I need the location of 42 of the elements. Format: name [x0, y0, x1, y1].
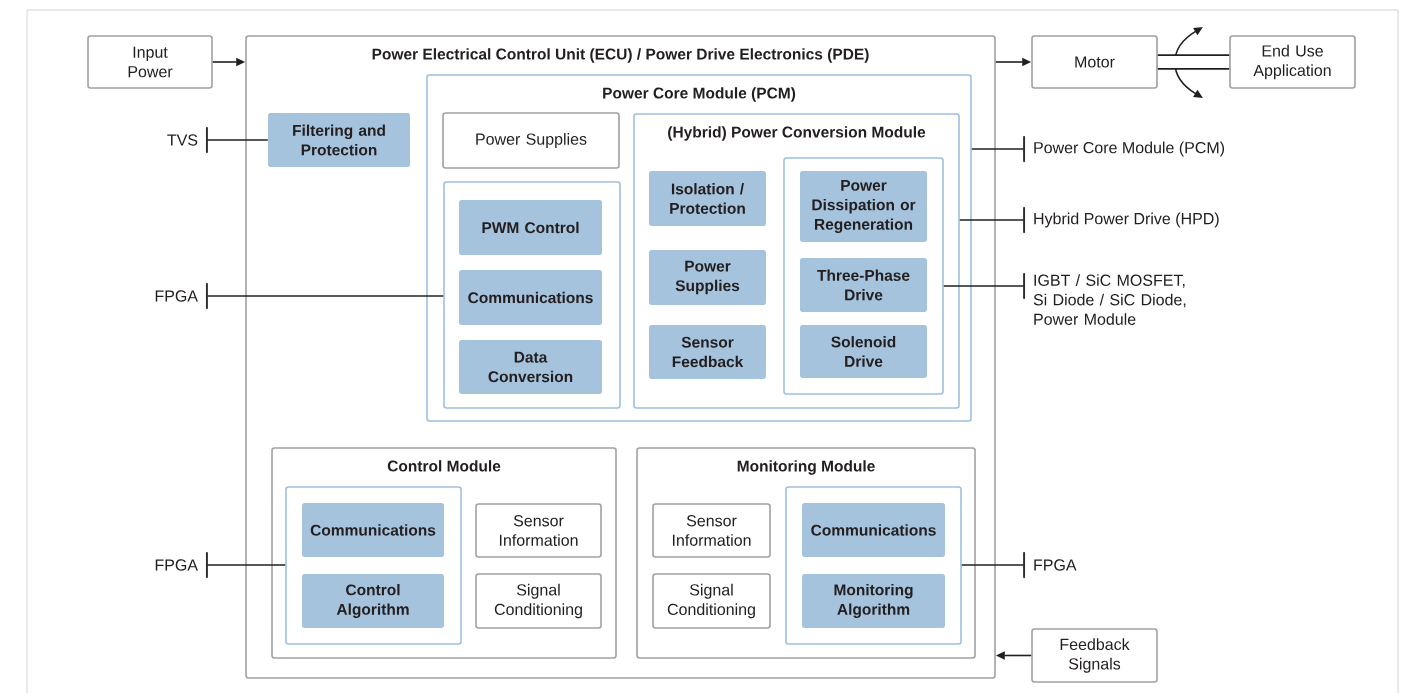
- leader-line: [206, 127, 269, 153]
- leader-line: [206, 283, 444, 309]
- function-box: Power Supplies: [649, 250, 766, 305]
- leader-line: [961, 552, 1025, 578]
- function-box: Solenoid Drive: [800, 325, 927, 378]
- function-box: Communications: [302, 503, 444, 557]
- block-box: Sensor Information: [652, 503, 771, 558]
- block-box: Feedback Signals: [1031, 628, 1158, 683]
- leader-line: [971, 136, 1025, 162]
- group-box: [443, 181, 621, 409]
- leader-line: [959, 207, 1025, 233]
- function-box: Communications: [459, 270, 602, 325]
- annotation-text: FPGA: [1034, 559, 1077, 571]
- function-box: Filtering and Protection: [268, 113, 410, 167]
- leader-line: [943, 273, 1025, 299]
- function-box: PWM Control: [459, 200, 602, 255]
- block-box: Input Power: [87, 35, 213, 89]
- annotation-text: Power Core Module (PCM): [1034, 141, 1224, 157]
- annotation-text: IGBT / SiC MOSFET, Si Diode / SiC Diode, Power Module: [1033, 274, 1186, 325]
- block-box: Signal Conditioning: [652, 573, 771, 629]
- function-box: Three-Phase Drive: [800, 258, 927, 312]
- group-box: [783, 157, 944, 395]
- shaft-line: [1157, 54, 1230, 70]
- function-box: Control Algorithm: [302, 574, 444, 628]
- leader-line: [206, 552, 286, 578]
- group-box: [285, 486, 462, 645]
- function-box: Isolation / Protection: [649, 171, 766, 226]
- block-box: Signal Conditioning: [475, 573, 602, 629]
- annotation-text: TVS: [167, 134, 198, 146]
- block-box: Sensor Information: [475, 503, 602, 558]
- function-box: Monitoring Algorithm: [802, 574, 945, 628]
- block-box: Power Supplies: [442, 112, 620, 169]
- annotation-text: FPGA: [155, 290, 198, 302]
- function-box: Power Dissipation or Regeneration: [800, 171, 927, 242]
- block-box: End Use Application: [1229, 35, 1356, 89]
- annotation-text: Hybrid Power Drive (HPD): [1034, 212, 1219, 228]
- function-box: Data Conversion: [459, 340, 602, 394]
- annotation-text: FPGA: [155, 559, 198, 571]
- function-box: Sensor Feedback: [649, 325, 766, 379]
- group-box: [785, 486, 962, 645]
- block-box: Motor: [1031, 35, 1158, 89]
- function-box: Communications: [802, 503, 945, 557]
